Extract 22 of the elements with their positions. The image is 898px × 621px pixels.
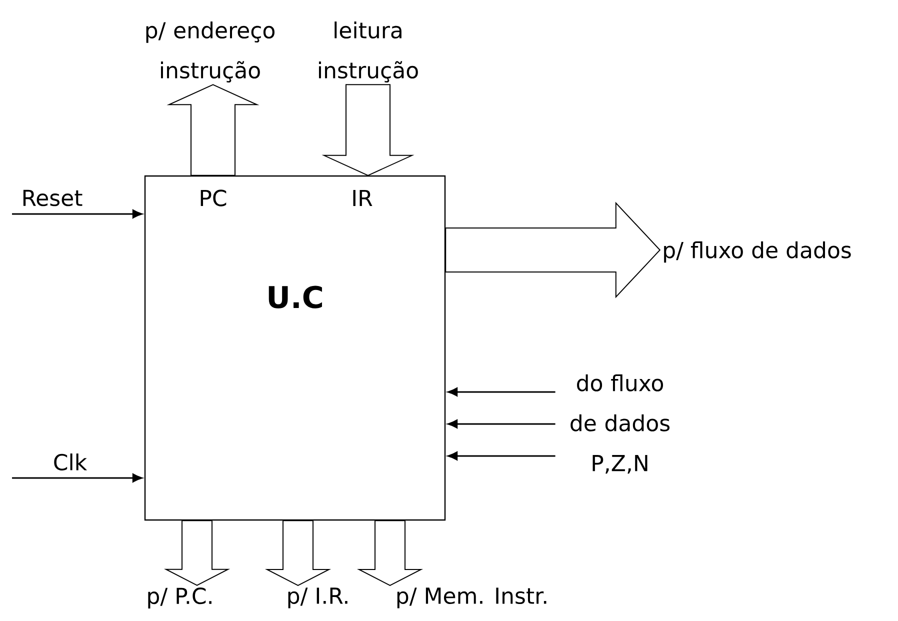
block-arrow: [322, 84, 414, 176]
edge-label: Clk: [54, 453, 88, 470]
block-arrow: [264, 520, 332, 586]
port-label: IR: [353, 190, 372, 206]
port-label: PC: [200, 190, 226, 206]
arrow: [448, 452, 556, 460]
block-arrow: [356, 520, 424, 586]
signal-text: do fluxo de dados P,Z,N: [570, 374, 670, 474]
block-arrow: [166, 84, 260, 176]
arrow: [12, 210, 142, 218]
arrow: [448, 420, 556, 428]
arrow: [448, 388, 556, 396]
block-arrow: [445, 202, 661, 298]
signal-text: p/ P.C.: [148, 588, 212, 608]
block-arrow: [164, 520, 230, 586]
edge-label: Reset: [23, 190, 82, 206]
signal-text: p/ Mem. Instr.: [397, 588, 546, 608]
signal-text: leitura instrução: [319, 22, 418, 82]
signal-text: p/ endereço instrução: [146, 22, 274, 82]
arrow: [12, 474, 142, 482]
signal-text: p/ I.R.: [288, 588, 348, 608]
signal-text: p/ fluxo de dados: [664, 241, 851, 263]
